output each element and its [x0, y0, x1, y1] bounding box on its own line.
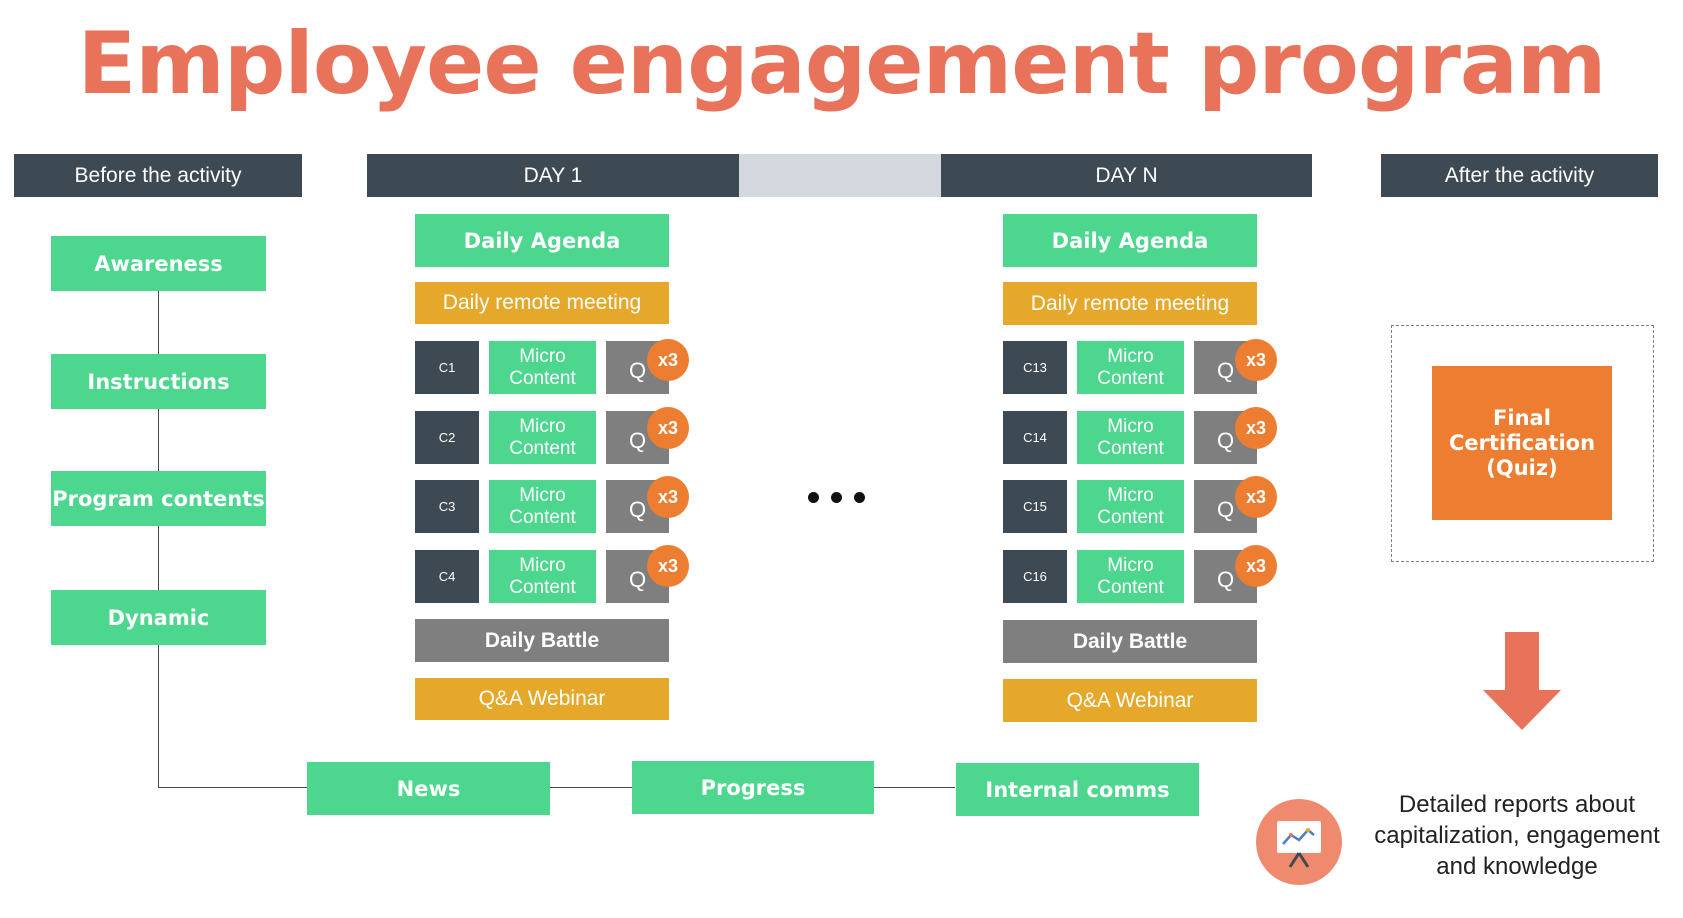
- day1-micro-content: Micro Content: [489, 550, 596, 603]
- day1-content-id: C2: [415, 411, 479, 464]
- dayn-daily-battle: Daily Battle: [1003, 620, 1257, 663]
- day1-micro-content: Micro Content: [489, 411, 596, 464]
- ellipsis-dot: [831, 492, 842, 503]
- day1-content-id: C4: [415, 550, 479, 603]
- dayn-repeat-badge: x3: [1235, 545, 1277, 587]
- final-certification: Final Certification (Quiz): [1432, 366, 1612, 520]
- step-awareness: Awareness: [51, 236, 266, 291]
- detailed-reports-text: Detailed reports about capitalization, e…: [1374, 791, 1660, 880]
- dayn-daily-remote-meeting: Daily remote meeting: [1003, 282, 1257, 325]
- header-before-activity: Before the activity: [14, 154, 302, 197]
- day1-daily-remote-meeting: Daily remote meeting: [415, 282, 669, 324]
- day1-qa-webinar: Q&A Webinar: [415, 678, 669, 720]
- connector-vertical: [158, 289, 159, 788]
- day1-micro-content: Micro Content: [489, 341, 596, 394]
- day1-repeat-badge: x3: [647, 545, 689, 587]
- flow-progress: Progress: [632, 761, 874, 814]
- dayn-daily-agenda: Daily Agenda: [1003, 214, 1257, 267]
- day1-content-id: C3: [415, 480, 479, 533]
- step-dynamic: Dynamic: [51, 590, 266, 645]
- dayn-micro-content: Micro Content: [1077, 411, 1184, 464]
- day1-repeat-badge: x3: [647, 476, 689, 518]
- day1-daily-battle: Daily Battle: [415, 619, 669, 662]
- dayn-micro-content: Micro Content: [1077, 550, 1184, 603]
- dayn-content-id: C14: [1003, 411, 1067, 464]
- day1-repeat-badge: x3: [647, 339, 689, 381]
- dayn-content-id: C15: [1003, 480, 1067, 533]
- dayn-qa-webinar: Q&A Webinar: [1003, 679, 1257, 722]
- ellipsis-dot: [808, 492, 819, 503]
- dayn-content-id: C16: [1003, 550, 1067, 603]
- day1-content-id: C1: [415, 341, 479, 394]
- final-certification-frame: [1391, 325, 1654, 562]
- day1-micro-content: Micro Content: [489, 480, 596, 533]
- flow-internal-comms: Internal comms: [956, 763, 1199, 816]
- step-instructions: Instructions: [51, 354, 266, 409]
- header-after-activity: After the activity: [1381, 154, 1658, 197]
- dayn-micro-content: Micro Content: [1077, 341, 1184, 394]
- dayn-repeat-badge: x3: [1235, 407, 1277, 449]
- dayn-repeat-badge: x3: [1235, 476, 1277, 518]
- dayn-micro-content: Micro Content: [1077, 480, 1184, 533]
- header-gap: [739, 154, 941, 197]
- header-day-1: DAY 1: [367, 154, 739, 197]
- flow-news: News: [307, 762, 550, 815]
- dayn-repeat-badge: x3: [1235, 339, 1277, 381]
- down-arrow-icon: [1483, 632, 1561, 730]
- header-day-n: DAY N: [941, 154, 1312, 197]
- connector-horizontal: [158, 787, 955, 788]
- dayn-content-id: C13: [1003, 341, 1067, 394]
- ellipsis-dot: [854, 492, 865, 503]
- day1-repeat-badge: x3: [647, 407, 689, 449]
- page-title: Employee engagement program: [77, 14, 1606, 114]
- step-program-contents: Program contents: [51, 471, 266, 526]
- day1-daily-agenda: Daily Agenda: [415, 214, 669, 267]
- presentation-chart-icon: [1256, 799, 1342, 885]
